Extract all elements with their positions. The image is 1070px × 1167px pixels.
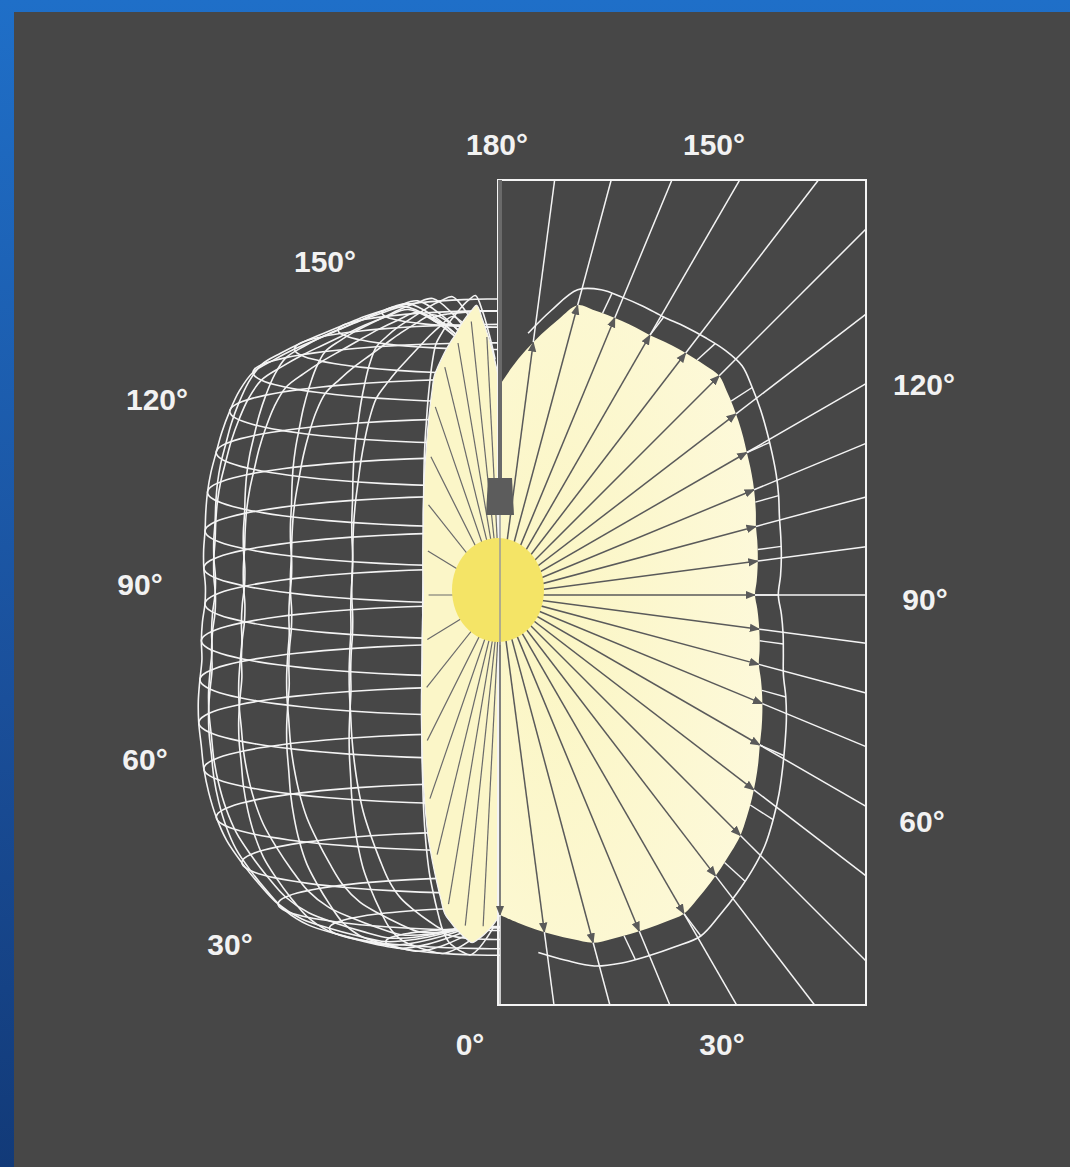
angle-line — [759, 629, 866, 643]
angle-line — [615, 180, 672, 318]
angle-line — [754, 790, 866, 876]
angle-label: 30° — [699, 1030, 744, 1060]
intensity-ray — [500, 595, 684, 914]
wire-tick — [760, 641, 784, 644]
wire-tick — [762, 690, 786, 697]
angle-line — [533, 180, 554, 342]
angle-line — [686, 180, 819, 353]
angle-label: 60° — [899, 807, 944, 837]
angle-label: 120° — [893, 370, 955, 400]
wire-tick — [725, 863, 746, 882]
angle-line — [684, 914, 737, 1005]
angle-line — [650, 180, 740, 335]
angle-line — [719, 229, 866, 376]
angle-line — [759, 664, 866, 693]
intensity-ray — [500, 595, 754, 790]
angle-label: 120° — [126, 385, 188, 415]
angle-line — [762, 704, 866, 747]
intensity-ray — [500, 595, 544, 932]
wire-tick — [758, 546, 782, 549]
angle-line — [760, 745, 866, 806]
angle-label: 90° — [902, 585, 947, 615]
section-face — [500, 305, 762, 943]
angle-line — [747, 384, 866, 453]
angle-label: 30° — [207, 930, 252, 960]
wire-tick — [731, 388, 752, 402]
lamp-stem — [498, 180, 502, 480]
wire-tick — [624, 936, 635, 960]
angle-label: 0° — [456, 1030, 485, 1060]
angle-line — [578, 180, 612, 305]
angle-line — [755, 594, 866, 596]
intensity-ray — [500, 595, 760, 745]
angle-line — [639, 931, 670, 1005]
wire-tick — [603, 293, 612, 313]
intensity-ray — [500, 595, 639, 931]
angle-label: 150° — [294, 247, 356, 277]
angle-label: 180° — [466, 130, 528, 160]
intensity-ray — [500, 595, 740, 835]
angle-line — [544, 932, 554, 1005]
angle-label: 60° — [122, 745, 167, 775]
angle-label: 90° — [117, 570, 162, 600]
angle-line — [593, 943, 610, 1005]
angle-label: 150° — [683, 130, 745, 160]
angle-line — [736, 314, 866, 414]
lamp-glow — [452, 538, 544, 642]
intensity-ray — [500, 595, 593, 943]
angle-line — [754, 443, 866, 489]
wire-tick — [750, 805, 773, 820]
wire-tick — [697, 344, 715, 360]
lamp-socket — [486, 478, 514, 515]
angle-line — [740, 835, 866, 961]
wire-tick — [755, 496, 778, 503]
angle-line — [758, 547, 866, 561]
frame-rect — [498, 180, 866, 1005]
lamp-axis — [499, 515, 501, 645]
angle-line — [756, 497, 866, 526]
angle-line — [499, 915, 501, 1005]
